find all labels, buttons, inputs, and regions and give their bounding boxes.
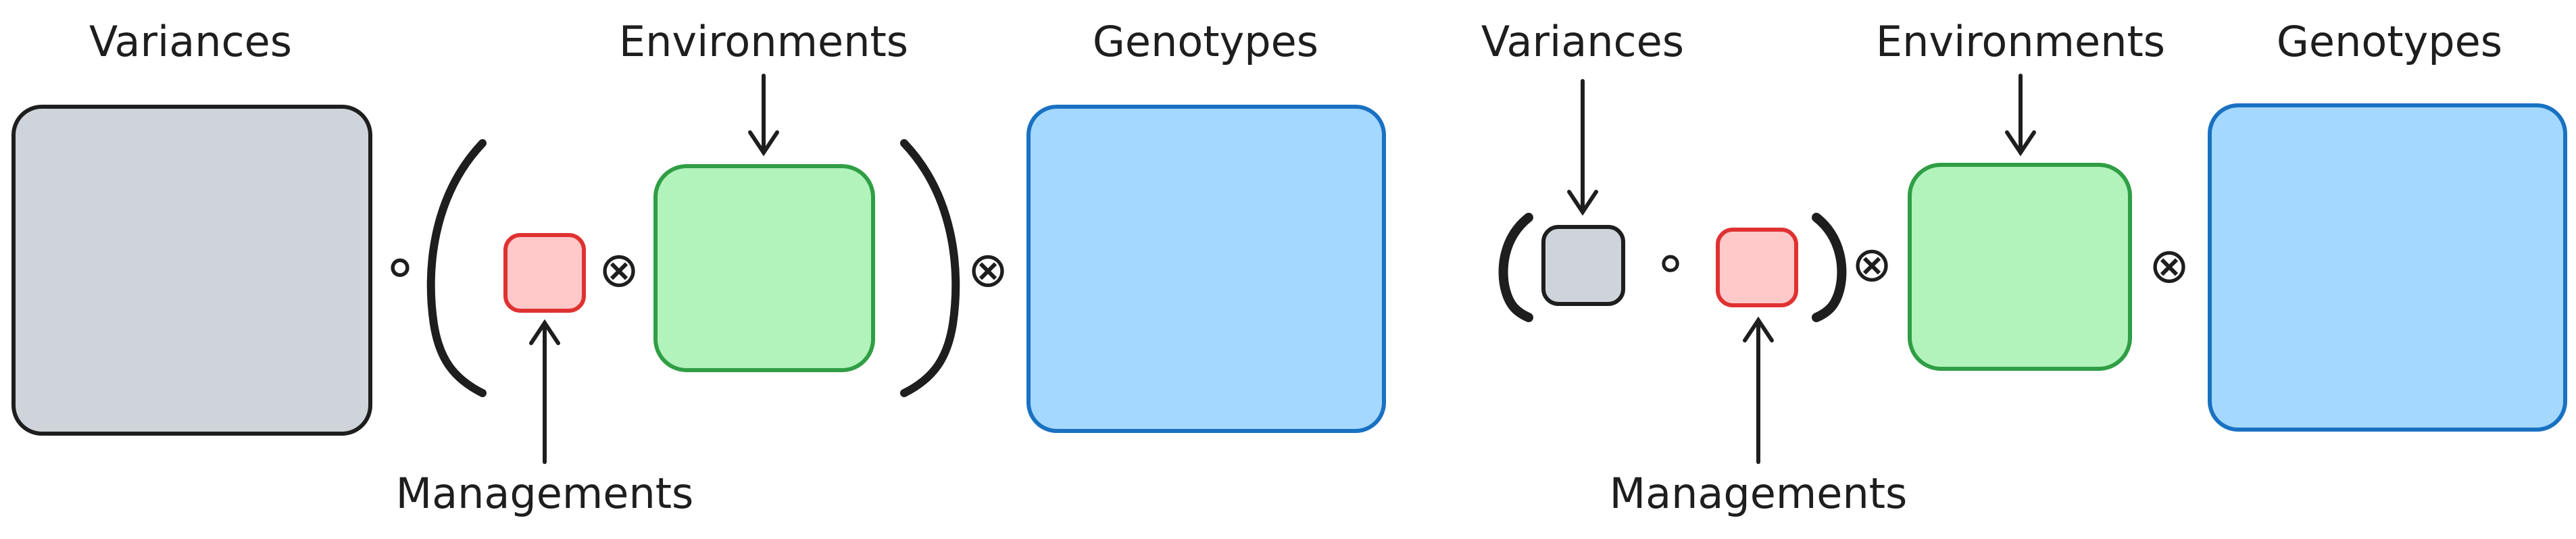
left-open-paren [426, 139, 487, 397]
right-close-paren [1812, 213, 1847, 322]
right-hadamard-operator: ∘ [1653, 230, 1687, 294]
right-managements-arrow [1743, 316, 1774, 464]
left-environments-arrow [748, 74, 779, 157]
right-managements-label: Managements [1610, 469, 1908, 518]
right-kronecker-operator-2: ⊗ [2149, 237, 2189, 294]
left-variances-matrix [11, 105, 372, 436]
left-close-paren [900, 139, 960, 397]
right-kronecker-operator-1: ⊗ [1852, 236, 1892, 292]
left-genotypes-label: Genotypes [1093, 17, 1318, 66]
left-managements-matrix [503, 233, 586, 313]
left-variances-label: Variances [89, 17, 292, 66]
left-kronecker-operator-2: ⊗ [968, 241, 1008, 298]
right-variances-label: Variances [1481, 17, 1684, 66]
left-environments-label: Environments [619, 17, 908, 66]
left-environments-matrix [653, 164, 875, 372]
left-managements-label: Managements [396, 469, 694, 518]
right-open-paren [1498, 213, 1533, 322]
right-expression: Variances Environments Genotypes Managem… [1481, 17, 2567, 518]
right-variances-arrow [1567, 79, 1598, 216]
right-variances-matrix [1541, 225, 1625, 306]
right-genotypes-matrix [2208, 103, 2567, 432]
left-genotypes-matrix [1026, 105, 1386, 433]
left-hadamard-operator: ∘ [381, 231, 418, 301]
left-expression: Variances Environments Genotypes Managem… [11, 17, 1386, 518]
left-kronecker-operator-1: ⊗ [599, 241, 639, 298]
left-managements-arrow [529, 319, 560, 464]
right-genotypes-label: Genotypes [2277, 17, 2502, 66]
right-environments-arrow [2005, 74, 2036, 157]
right-environments-label: Environments [1876, 17, 2165, 66]
right-environments-matrix [1908, 163, 2132, 371]
right-managements-matrix [1716, 228, 1798, 307]
